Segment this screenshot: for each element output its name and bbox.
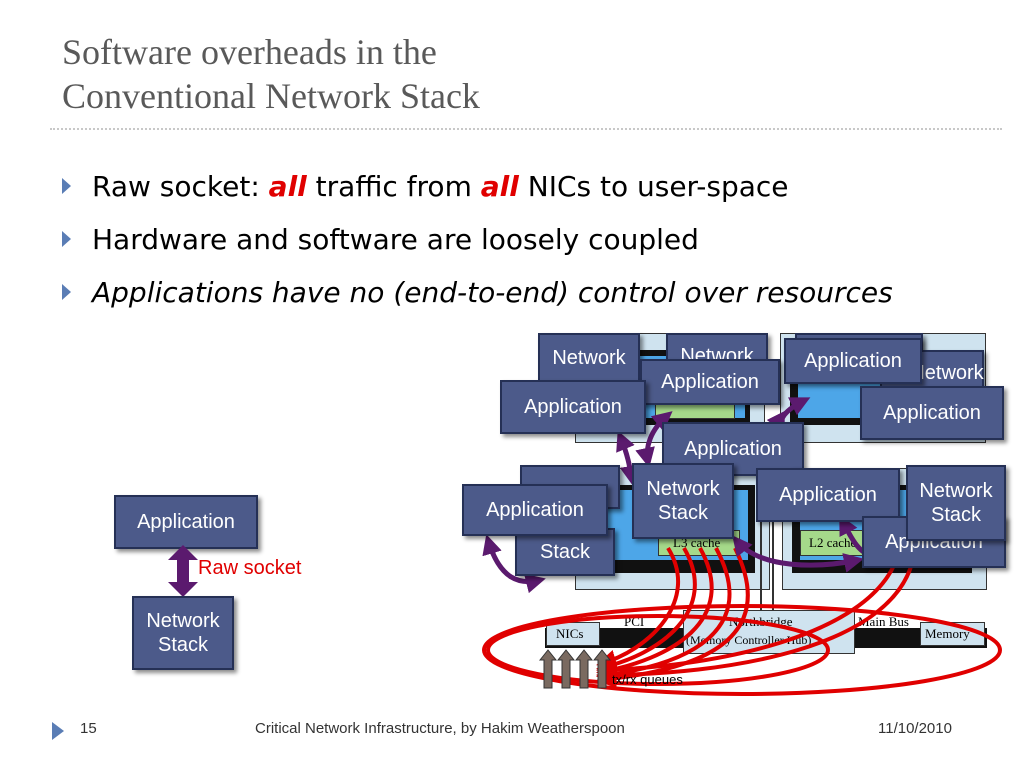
bus-line-2: [772, 440, 774, 610]
right-application-label: Application: [524, 396, 622, 418]
right-network-label: Network: [646, 478, 720, 500]
bullet-1-prefix: Raw socket:: [92, 170, 269, 203]
bullet-triangle-icon: [62, 284, 71, 300]
right-application-box-1: Application: [784, 338, 922, 384]
bullet-1-suffix: NICs to user-space: [518, 170, 789, 203]
title-line-2: Conventional Network Stack: [62, 76, 480, 116]
nics-label: NICs: [556, 626, 584, 641]
footer-date: 11/10/2010: [878, 720, 952, 737]
raw-socket-arrow: [168, 545, 198, 597]
tx-rx-queues-label: tx/rx queues: [612, 672, 683, 687]
right-network-label: Network: [552, 347, 626, 369]
footer-attribution: Critical Network Infrastructure, by Haki…: [255, 720, 625, 737]
right-stack-label: Stack: [930, 504, 982, 526]
memory-label: Memory: [925, 626, 970, 641]
right-stack-label: Stack: [657, 502, 709, 524]
bullet-no-control: Applications have no (end-to-end) contro…: [62, 266, 893, 319]
right-network-stack-box-9: Network Stack: [906, 465, 1006, 541]
right-application-label: Application: [661, 371, 759, 393]
right-application-label: Application: [883, 402, 981, 424]
left-network-stack-box: Network Stack: [132, 596, 234, 670]
slide-number: 15: [80, 720, 97, 737]
bullet-raw-socket: Raw socket: all traffic from all NICs to…: [62, 160, 893, 213]
left-application-box: Application: [114, 495, 258, 549]
footer-triangle-icon: [52, 722, 64, 740]
raw-socket-label: Raw socket: [198, 557, 302, 579]
right-application-box-7: Application: [756, 468, 900, 522]
left-network-label: Network: [146, 610, 220, 632]
queue-arrows: [538, 649, 612, 689]
right-network-partial-label: Network: [910, 362, 984, 384]
right-application-box-4: Application: [860, 386, 1004, 440]
right-application-label: Application: [804, 350, 902, 372]
bullet-1-emphasis-all-1: all: [268, 170, 307, 203]
bullet-triangle-icon: [62, 231, 71, 247]
bullet-2-text: Hardware and software are loosely couple…: [92, 223, 699, 256]
bullet-list: Raw socket: all traffic from all NICs to…: [62, 160, 893, 319]
right-network-label: Network: [919, 480, 993, 502]
bullet-loosely-coupled: Hardware and software are loosely couple…: [62, 213, 893, 266]
right-network-stack-box-7: Stack: [515, 528, 615, 576]
right-application-label: Application: [684, 438, 782, 460]
title-divider: [50, 128, 1002, 130]
bus-line-1: [760, 440, 762, 610]
bullet-triangle-icon: [62, 178, 71, 194]
right-stack-label: Stack: [539, 541, 591, 563]
nics-box: NICs: [546, 622, 600, 646]
right-application-box-2: Application: [640, 359, 780, 405]
left-application-label: Application: [137, 511, 235, 533]
red-traffic-lines: [482, 546, 1002, 696]
right-application-box-3: Application: [500, 380, 646, 434]
bullet-1-emphasis-all-2: all: [480, 170, 519, 203]
slide-title: Software overheads in the Conventional N…: [62, 30, 962, 118]
right-application-label: Application: [779, 484, 877, 506]
right-application-box-6: Application: [462, 484, 608, 536]
right-network-stack-box-1: Network: [538, 333, 640, 383]
bullet-1-middle: traffic from: [306, 170, 481, 203]
right-application-label: Application: [486, 499, 584, 521]
bullet-3-text: Applications have no (end-to-end) contro…: [92, 276, 893, 309]
title-line-1: Software overheads in the: [62, 32, 437, 72]
right-network-stack-box-6: Network Stack: [632, 463, 734, 539]
left-stack-label: Stack: [157, 634, 209, 656]
